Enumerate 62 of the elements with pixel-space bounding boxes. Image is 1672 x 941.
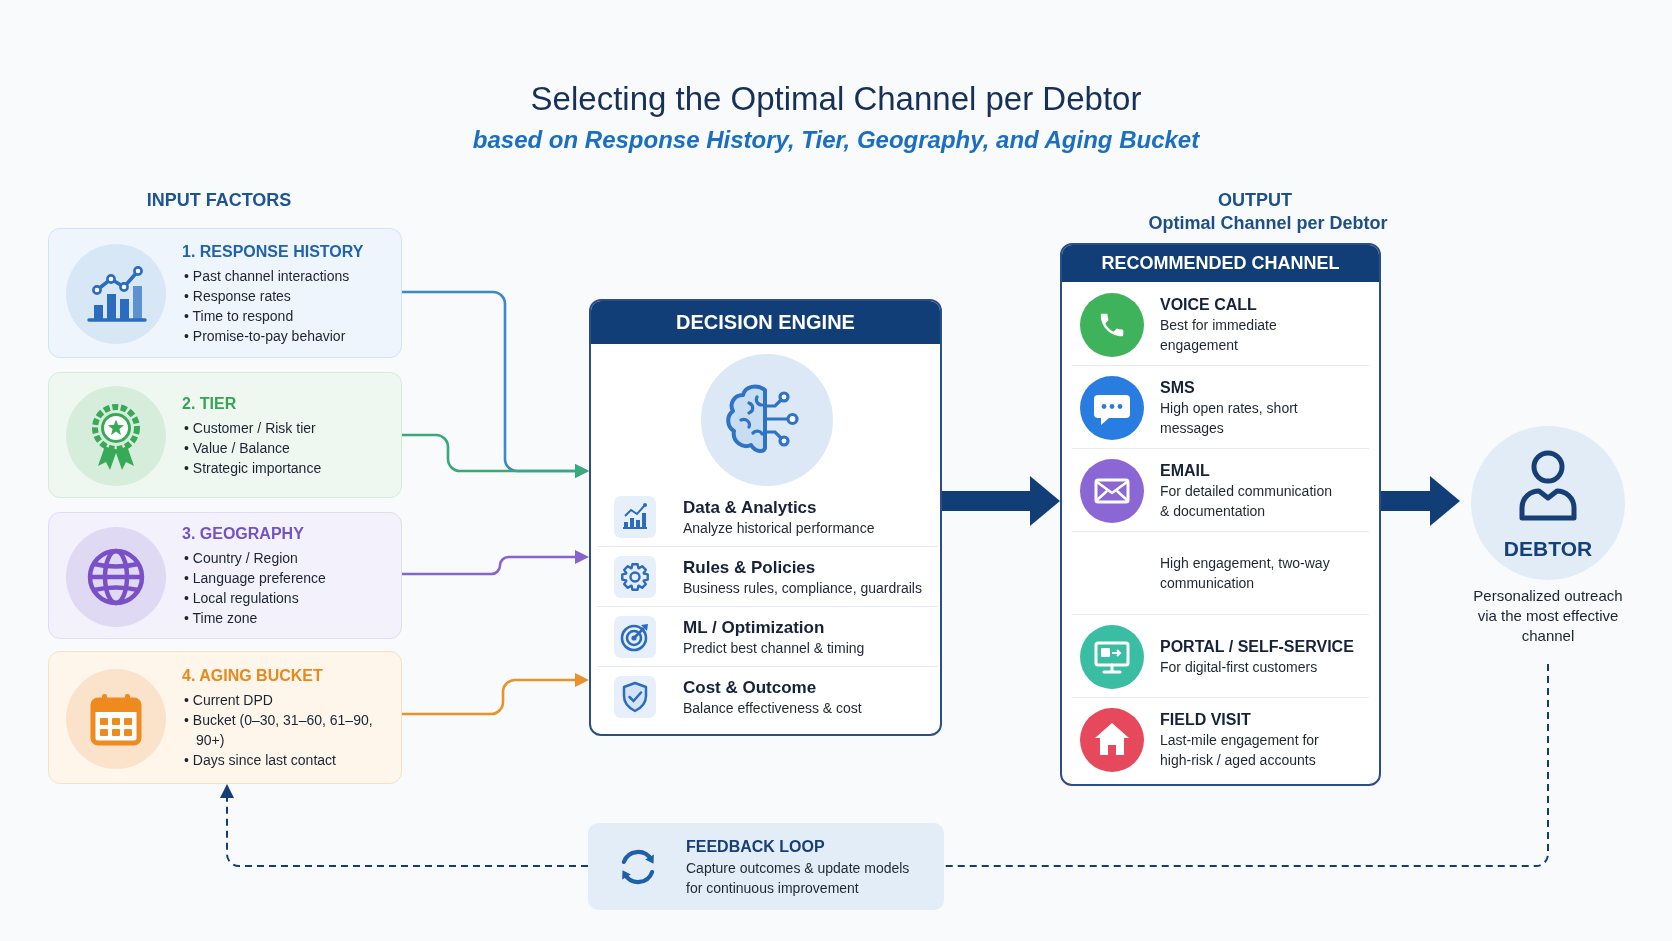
list-item: • Local regulations xyxy=(184,589,300,608)
node-label: DEBTOR xyxy=(1503,537,1593,561)
row-description: For digital-first customers xyxy=(1160,657,1319,677)
input-card xyxy=(48,651,402,784)
block-arrow xyxy=(942,476,1060,526)
input-card xyxy=(48,512,402,639)
list-item: • Current DPD xyxy=(184,691,274,710)
connector-arrow xyxy=(402,550,589,576)
dashed-line xyxy=(943,663,1549,867)
list-item: • Bucket (0–30, 31–60, 61–90, 90+) xyxy=(184,711,374,750)
row-description: Capture outcomes & update models for continuous improvement xyxy=(686,858,911,898)
section-heading: OUTPUT xyxy=(1218,190,1292,211)
list-item: • Promise-to-pay behavior xyxy=(184,326,347,346)
list-item: • Language preference xyxy=(184,569,327,588)
title: Selecting the Optimal Channel per Debtor xyxy=(530,80,1142,118)
row-description: Balance effectiveness & cost xyxy=(683,699,863,717)
section-heading: INPUT FACTORS xyxy=(146,190,292,211)
card-heading: 2. TIER xyxy=(182,393,238,414)
feedback-card xyxy=(588,823,944,910)
dashed-connector xyxy=(220,784,589,867)
row-title: SMS xyxy=(1160,377,1196,398)
card-heading: 1. RESPONSE HISTORY xyxy=(182,241,365,262)
row-title: PORTAL / SELF-SERVICE xyxy=(1160,636,1355,657)
connector-arrow xyxy=(402,673,589,716)
row-description: Analyze historical performance xyxy=(683,518,876,537)
row-title: FEEDBACK LOOP xyxy=(686,836,826,857)
panel-header: DECISION ENGINE xyxy=(591,301,940,344)
caption-text: Personalized outreach via the most effective channel xyxy=(1472,586,1624,646)
row-title: EMAIL xyxy=(1160,460,1211,481)
row-description: High open rates, short messages xyxy=(1160,398,1299,438)
row-description: Predict best channel & timing xyxy=(683,638,866,657)
row-description: Last-mile engagement for high-risk / aged accounts xyxy=(1160,731,1320,770)
row-title: VOICE CALL xyxy=(1160,294,1258,315)
row-title: FIELD VISIT xyxy=(1160,710,1252,730)
engine-panel xyxy=(589,299,942,736)
list-item: • Country / Region xyxy=(184,549,299,568)
list-item: • Strategic importance xyxy=(184,458,323,478)
block-arrow xyxy=(1381,476,1460,526)
list-item: • Customer / Risk tier xyxy=(184,418,317,438)
row-title: ML / Optimization xyxy=(683,616,826,639)
row-description: Best for immediate engagement xyxy=(1160,315,1278,355)
list-item: • Past channel interactions xyxy=(184,266,351,286)
list-item: • Time zone xyxy=(184,609,259,628)
section-heading: Optimal Channel per Debtor xyxy=(1148,213,1388,234)
input-card xyxy=(48,228,402,358)
row-title: Cost & Outcome xyxy=(683,677,818,699)
connector-arrow xyxy=(402,433,589,478)
row-description: For detailed communication & documentation xyxy=(1160,481,1333,521)
row-title: Rules & Policies xyxy=(683,556,817,579)
subtitle: based on Response History, Tier, Geography, and Aging Bucket xyxy=(472,126,1200,154)
row-description: Business rules, compliance, guardrails xyxy=(683,578,923,597)
panel-header: RECOMMENDED CHANNEL xyxy=(1062,245,1379,282)
card-heading: 3. GEOGRAPHY xyxy=(182,524,305,544)
list-item: • Time to respond xyxy=(184,306,295,326)
list-item: • Days since last contact xyxy=(184,751,337,770)
list-item: • Response rates xyxy=(184,286,292,306)
row-description: High engagement, two-way communication xyxy=(1160,554,1331,593)
list-item: • Value / Balance xyxy=(184,438,291,458)
input-card xyxy=(48,372,402,498)
channel-panel xyxy=(1060,243,1381,786)
card-heading: 4. AGING BUCKET xyxy=(182,666,324,686)
row-title: Data & Analytics xyxy=(683,496,818,519)
